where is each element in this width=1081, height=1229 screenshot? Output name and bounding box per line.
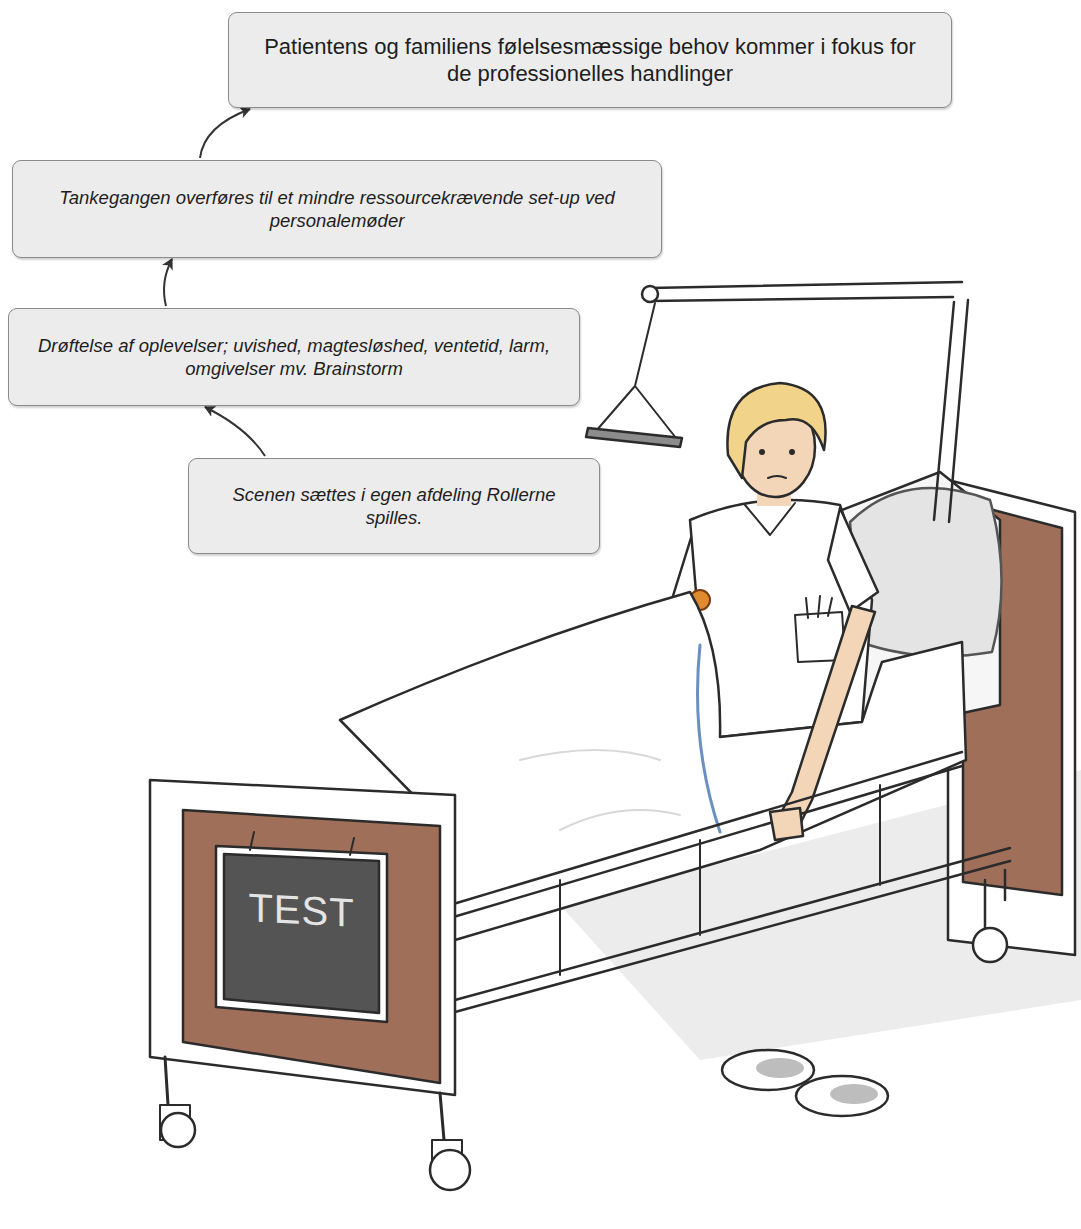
box-text: Scenen sættes i egen afdeling Rollerne s… [229,483,559,529]
process-box: Tankegangen overføres til et mindre ress… [12,160,662,258]
flow-arrow [164,259,172,306]
bed-sign-text: TEST [224,884,379,937]
process-box: Scenen sættes i egen afdeling Rollerne s… [188,458,600,554]
box-text: Drøftelse af oplevelser; uvished, magtes… [29,334,559,380]
box-text: Tankegangen overføres til et mindre ress… [33,186,641,232]
flow-arrow [200,109,250,158]
process-box: Drøftelse af oplevelser; uvished, magtes… [8,308,580,406]
process-box: Patientens og familiens følelsesmæssige … [228,12,952,108]
box-text: Patientens og familiens følelsesmæssige … [253,33,927,88]
flow-arrow [205,407,265,456]
